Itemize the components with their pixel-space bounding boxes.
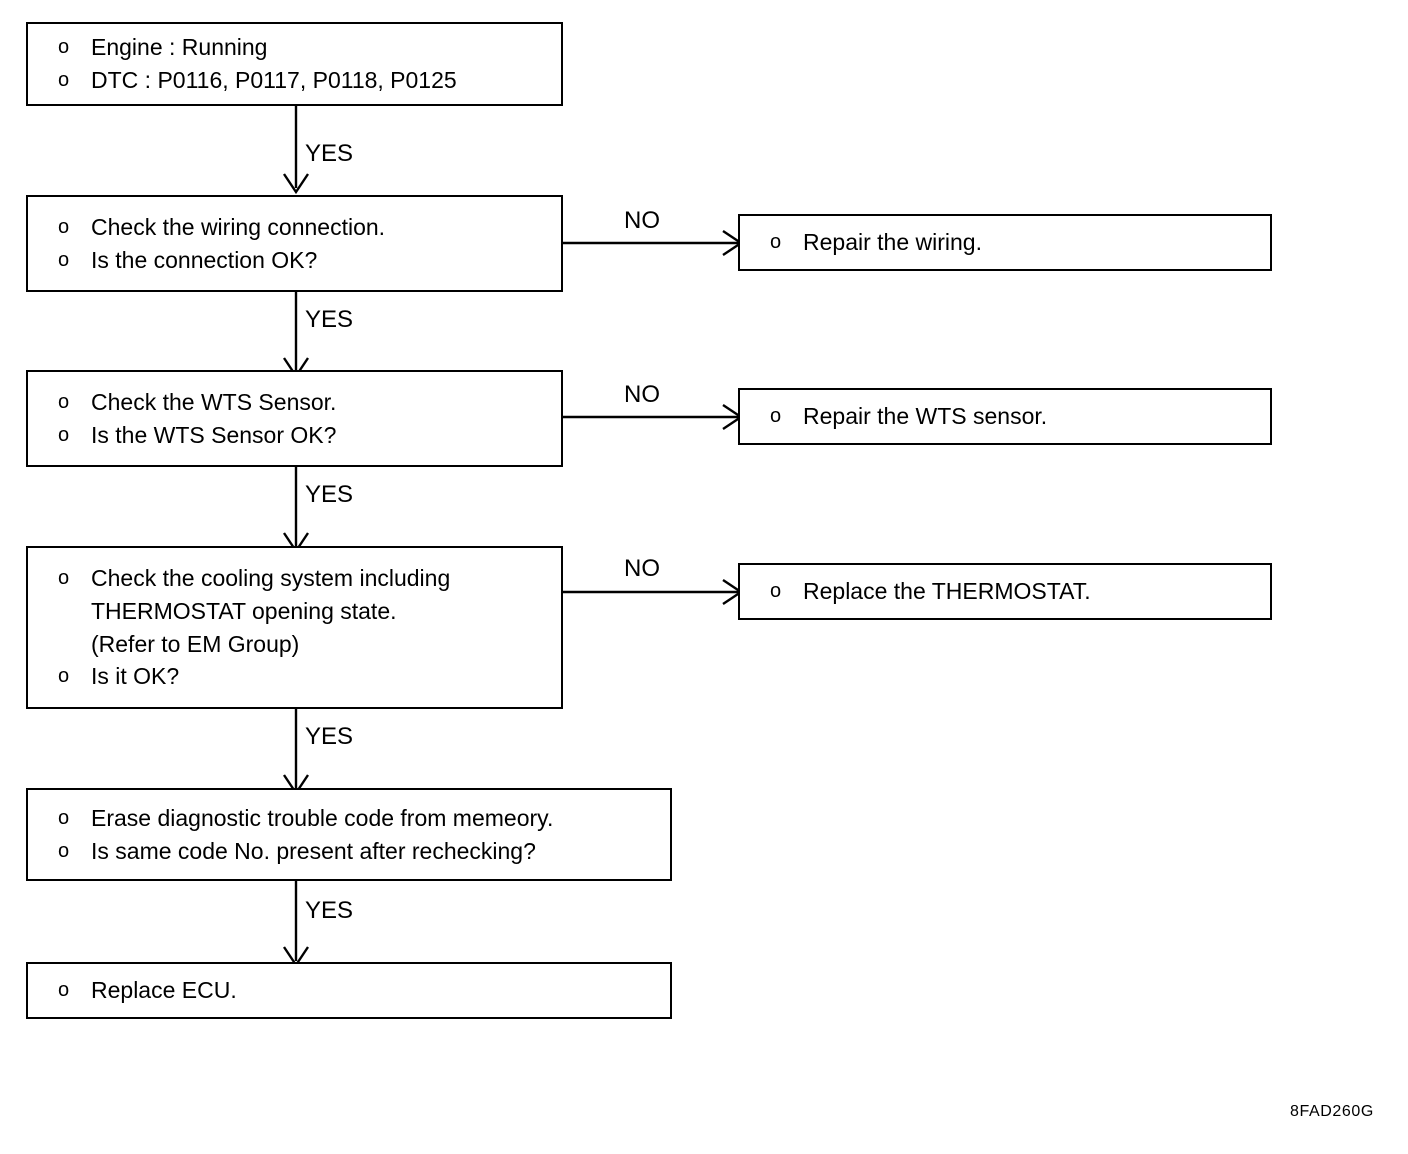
- node-replace-ecu-body: o Replace ECU.: [58, 964, 662, 1017]
- node-check-cooling-body: o Check the cooling system including THE…: [58, 548, 553, 707]
- bullet-line: o Engine : Running: [58, 31, 553, 64]
- node-repair-wts-line1: Repair the WTS sensor.: [803, 403, 1048, 430]
- node-replace-thermostat-body: o Replace the THERMOSTAT.: [770, 565, 1262, 618]
- bullet-line: o Is the WTS Sensor OK?: [58, 419, 553, 452]
- node-repair-wiring-body: o Repair the wiring.: [770, 216, 1262, 269]
- bullet-icon: o: [58, 665, 70, 688]
- node-repair-wts-body: o Repair the WTS sensor.: [770, 390, 1262, 443]
- bullet-line: o Repair the WTS sensor.: [770, 400, 1262, 433]
- bullet-icon: o: [770, 405, 782, 428]
- bullet-icon: o: [58, 806, 70, 829]
- node-check-wts-line1: Check the WTS Sensor.: [91, 388, 337, 415]
- connector-conditions-to-check-wiring: [283, 106, 309, 195]
- bullet-icon: o: [770, 231, 782, 254]
- node-repair-wts: o Repair the WTS sensor.: [738, 388, 1272, 445]
- bullet-icon: o: [58, 215, 70, 238]
- node-check-cooling-line1: Check the cooling system including: [91, 565, 451, 592]
- node-check-cooling-line1-cont2: (Refer to EM Group): [91, 630, 300, 657]
- node-check-wiring-line1: Check the wiring connection.: [91, 213, 386, 240]
- figure-code: 8FAD260G: [1290, 1103, 1374, 1120]
- node-replace-thermostat: o Replace the THERMOSTAT.: [738, 563, 1272, 620]
- node-repair-wiring: o Repair the wiring.: [738, 214, 1272, 271]
- edge-label-yes: YES: [305, 481, 354, 508]
- bullet-line: o Check the cooling system including: [58, 562, 553, 595]
- bullet-icon: o: [58, 248, 70, 271]
- bullet-icon: o: [58, 390, 70, 413]
- bullet-icon: o: [58, 979, 70, 1002]
- bullet-line: o Is it OK?: [58, 660, 553, 693]
- node-check-wiring: o Check the wiring connection. o Is the …: [26, 195, 563, 292]
- node-check-wts-body: o Check the WTS Sensor. o Is the WTS Sen…: [58, 372, 553, 465]
- bullet-icon: o: [58, 423, 70, 446]
- node-erase-code: o Erase diagnostic trouble code from mem…: [26, 788, 672, 881]
- connector-erase-code-to-replace-ecu: [283, 881, 309, 968]
- node-check-cooling-line2: Is it OK?: [91, 663, 180, 690]
- bullet-line: o Is same code No. present after recheck…: [58, 835, 662, 868]
- edge-label-yes: YES: [305, 140, 354, 167]
- node-conditions: o Engine : Running o DTC : P0116, P0117,…: [26, 22, 563, 106]
- node-check-wiring-body: o Check the wiring connection. o Is the …: [58, 197, 553, 290]
- bullet-icon: o: [58, 567, 70, 590]
- node-replace-ecu-line1: Replace ECU.: [91, 977, 237, 1004]
- node-conditions-line1: Engine : Running: [91, 34, 268, 61]
- edge-label-yes: YES: [305, 306, 354, 333]
- bullet-line: o Check the wiring connection.: [58, 211, 553, 244]
- node-check-wts: o Check the WTS Sensor. o Is the WTS Sen…: [26, 370, 563, 467]
- edge-label-no: NO: [624, 555, 660, 582]
- bullet-icon: o: [58, 36, 70, 59]
- bullet-line: o DTC : P0116, P0117, P0118, P0125: [58, 64, 553, 97]
- node-erase-code-line1: Erase diagnostic trouble code from memeo…: [91, 804, 554, 831]
- node-repair-wiring-line1: Repair the wiring.: [803, 229, 982, 256]
- node-erase-code-body: o Erase diagnostic trouble code from mem…: [58, 790, 662, 879]
- edge-label-yes: YES: [305, 897, 354, 924]
- bullet-line: o Erase diagnostic trouble code from mem…: [58, 802, 662, 835]
- bullet-line: o Is the connection OK?: [58, 244, 553, 277]
- bullet-icon: o: [770, 580, 782, 603]
- node-check-cooling: o Check the cooling system including THE…: [26, 546, 563, 709]
- node-conditions-body: o Engine : Running o DTC : P0116, P0117,…: [58, 24, 553, 104]
- node-replace-ecu: o Replace ECU.: [26, 962, 672, 1019]
- bullet-icon: o: [58, 69, 70, 91]
- node-check-cooling-line1-cont1: THERMOSTAT opening state.: [91, 597, 397, 624]
- edge-label-no: NO: [624, 381, 660, 408]
- bullet-line: o Replace ECU.: [58, 974, 662, 1007]
- node-check-wts-line2: Is the WTS Sensor OK?: [91, 421, 337, 448]
- edge-label-no: NO: [624, 207, 660, 234]
- edge-label-yes: YES: [305, 723, 354, 750]
- bullet-icon: o: [58, 839, 70, 862]
- node-check-wiring-line2: Is the connection OK?: [91, 246, 318, 273]
- node-erase-code-line2: Is same code No. present after recheckin…: [91, 837, 536, 864]
- bullet-line: o Check the WTS Sensor.: [58, 386, 553, 419]
- bullet-line: o Replace the THERMOSTAT.: [770, 575, 1262, 608]
- node-conditions-line2: DTC : P0116, P0117, P0118, P0125: [91, 67, 457, 93]
- bullet-line: o Repair the wiring.: [770, 226, 1262, 259]
- node-replace-thermostat-line1: Replace the THERMOSTAT.: [803, 578, 1091, 605]
